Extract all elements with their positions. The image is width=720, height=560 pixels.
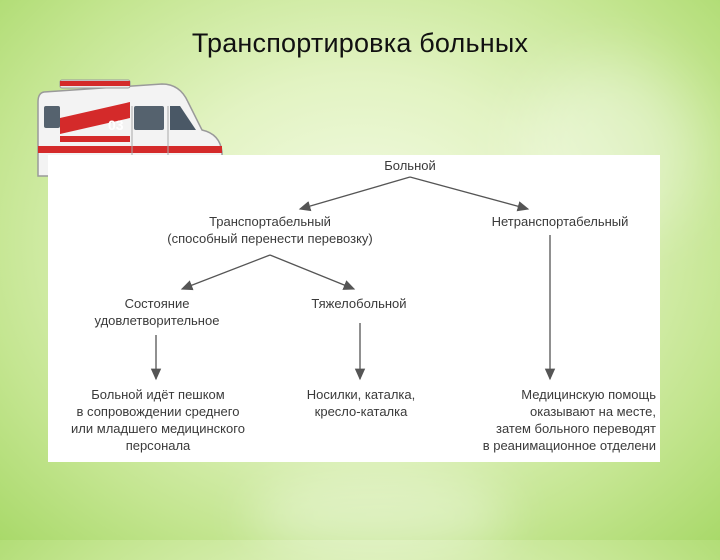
- node-root: Больной: [370, 157, 450, 174]
- node-transportable-line2: (способный перенести перевозку): [138, 230, 402, 247]
- node-on-site-line2: оказывают на месте,: [442, 403, 656, 420]
- node-severe: Тяжелобольной: [294, 295, 424, 312]
- node-walks-line3: или младшего медицинского: [50, 420, 266, 437]
- node-satisfactory-line2: удовлетворительное: [72, 312, 242, 329]
- transport-diagram: Больной Транспортабельный (способный пер…: [48, 155, 660, 462]
- arrow-transportable-to-satisfactory: [182, 255, 270, 289]
- node-non-transportable: Нетранспортабельный: [460, 213, 660, 230]
- node-on-site-line1: Медицинскую помощь: [442, 386, 656, 403]
- node-stretcher: Носилки, каталка, кресло-каталка: [286, 386, 436, 420]
- node-stretcher-line1: Носилки, каталка,: [286, 386, 436, 403]
- slide-title: Транспортировка больных: [0, 28, 720, 59]
- node-walks: Больной идёт пешком в сопровождении сред…: [50, 386, 266, 454]
- node-non-transportable-label: Нетранспортабельный: [460, 213, 660, 230]
- arrow-root-to-nontransportable: [410, 177, 528, 209]
- ambulance-number: 03: [108, 117, 124, 133]
- node-on-site-line3: затем больного переводят: [442, 420, 656, 437]
- node-transportable-line1: Транспортабельный: [138, 213, 402, 230]
- node-transportable: Транспортабельный (способный перенести п…: [138, 213, 402, 247]
- arrow-root-to-transportable: [300, 177, 410, 209]
- node-satisfactory-line1: Состояние: [72, 295, 242, 312]
- node-walks-line1: Больной идёт пешком: [50, 386, 266, 403]
- background-glow-bottom: [250, 470, 510, 560]
- node-severe-label: Тяжелобольной: [294, 295, 424, 312]
- node-stretcher-line2: кресло-каталка: [286, 403, 436, 420]
- node-walks-line4: персонала: [50, 437, 266, 454]
- node-on-site-line4: в реанимационное отделени: [442, 437, 656, 454]
- arrow-transportable-to-severe: [270, 255, 354, 289]
- node-satisfactory: Состояние удовлетворительное: [72, 295, 242, 329]
- node-walks-line2: в сопровождении среднего: [50, 403, 266, 420]
- node-root-label: Больной: [370, 157, 450, 174]
- node-on-site: Медицинскую помощь оказывают на месте, з…: [442, 386, 656, 454]
